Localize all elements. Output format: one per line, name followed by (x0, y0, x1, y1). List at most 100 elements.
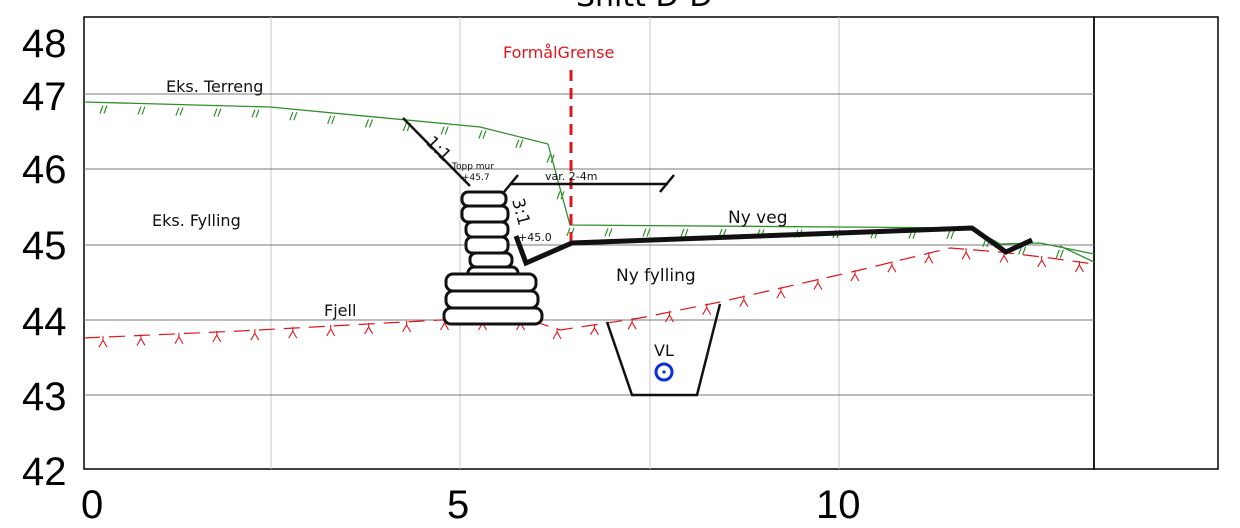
terrain-hatch-mark (141, 106, 146, 115)
terrain-hatch-mark (99, 105, 104, 114)
wall-stone (444, 289, 540, 310)
bedrock-marker (850, 270, 860, 282)
terrain-hatch-mark (482, 130, 487, 139)
bedrock-marker (402, 320, 412, 333)
plot-frame (83, 16, 1219, 470)
terrain-hatch-mark (327, 115, 332, 124)
terrain-hatch-mark (255, 109, 260, 118)
y-tick-label: 46 (22, 148, 67, 192)
terrain-hatch-mark (179, 107, 184, 116)
property-limit-label: FormålGrense (503, 43, 614, 62)
wall-top-level: +45.7 (462, 173, 490, 183)
existing-fill-label: Eks. Fylling (152, 211, 241, 230)
pipe-trench (605, 303, 722, 397)
y-tick-label: 47 (22, 75, 67, 119)
bedrock-marker (702, 303, 712, 315)
wall-stone (464, 235, 510, 255)
y-axis: 48 47 46 45 44 43 42 (22, 22, 67, 494)
gridlines (84, 17, 1094, 469)
terrain-hatch-mark (293, 111, 298, 121)
terrain-hatch-mark (364, 119, 370, 128)
terrain-hatch-mark (331, 115, 336, 124)
y-tick-label: 48 (22, 22, 67, 66)
terrain-hatch-mark (646, 228, 651, 237)
terrain-hatch-mark (289, 111, 294, 121)
terrain-hatch-mark (566, 227, 571, 237)
wall-stone (444, 272, 538, 293)
x-tick-label: 10 (816, 483, 861, 527)
bedrock-marker (887, 261, 897, 273)
slope-label-upper: 1:1 (421, 132, 454, 165)
terrain-hatch-mark (1055, 249, 1060, 259)
bedrock-marker (739, 295, 749, 307)
terrain-hatch-mark (556, 191, 561, 200)
terrain-hatch-mark (550, 154, 555, 163)
bedrock-marker (364, 322, 374, 335)
bedrock-markers (98, 248, 1084, 348)
terrain-hatch-mark (642, 228, 647, 237)
bedrock-label: Fjell (324, 301, 356, 320)
terrain-hatch-mark (680, 228, 685, 238)
stone-wall (442, 190, 544, 326)
slope-line-upper (402, 117, 471, 187)
terrain-hatch-mark (515, 139, 520, 148)
bedrock-marker (1037, 256, 1047, 268)
terrain-hatch-mark (251, 109, 256, 118)
terrain-hatch-mark (684, 228, 689, 238)
bedrock-marker (924, 252, 934, 264)
width-dimension (503, 174, 675, 193)
new-road-line (513, 225, 1034, 267)
bedrock-marker (98, 336, 108, 348)
bedrock-line (83, 247, 1095, 339)
terrain-hatch-mark (1022, 246, 1027, 255)
wall-stone (460, 190, 508, 208)
dimension-tick-right (659, 174, 675, 193)
bedrock-marker (961, 248, 971, 260)
bedrock-marker (664, 311, 674, 323)
width-dimension-label: var. 2-4m (545, 170, 597, 183)
terrain-hatch-mark (213, 108, 218, 117)
terrain-hatch-mark (137, 106, 142, 115)
water-pipe-center (662, 370, 666, 374)
terrain-hatch-mark (103, 105, 108, 114)
bedrock-marker (250, 329, 260, 341)
y-tick-label: 44 (22, 300, 67, 344)
y-tick-label: 43 (22, 375, 67, 419)
terrain-hatch-mark (402, 122, 407, 132)
y-tick-label: 45 (22, 224, 67, 268)
existing-terrain-label: Eks. Terreng (166, 77, 263, 96)
bedrock-marker (813, 278, 823, 290)
bedrock (83, 247, 1095, 348)
terrain-hatch-mark (604, 228, 609, 237)
x-tick-label: 0 (81, 483, 103, 527)
bedrock-marker (212, 331, 222, 343)
terrain-hatch-mark (444, 126, 449, 135)
terrain-hatch-mark (440, 126, 445, 135)
terrain-hatch-mark (950, 230, 955, 240)
section-title: Snitt D-D (576, 0, 712, 14)
wall-stone (460, 204, 510, 224)
terrain-hatch-mark (217, 108, 222, 117)
terrain-hatch-mark (608, 228, 613, 237)
slope-label-wall: 3:1 (507, 196, 533, 228)
existing-terrain-end (1059, 245, 1095, 263)
dimension-tick-left (503, 174, 519, 193)
terrain-hatch-mark (478, 130, 483, 139)
toe-level-label: +45.0 (518, 231, 552, 244)
terrain-hatch-mark (546, 154, 551, 163)
bedrock-marker (1074, 261, 1084, 273)
wall-stone (464, 220, 510, 239)
x-tick-label: 5 (447, 483, 469, 527)
water-pipe-icon (654, 362, 674, 382)
terrain-hatch-mark (175, 107, 180, 116)
side-panel-border (1093, 16, 1219, 470)
bedrock-marker (590, 323, 600, 336)
bedrock-marker (776, 287, 786, 299)
bedrock-marker (627, 318, 637, 330)
bedrock-marker (326, 325, 336, 337)
new-fill-label: Ny fylling (616, 266, 696, 286)
terrain-hatch-mark (1059, 249, 1064, 259)
water-pipe-label: VL (654, 341, 674, 360)
bedrock-marker (288, 327, 298, 339)
